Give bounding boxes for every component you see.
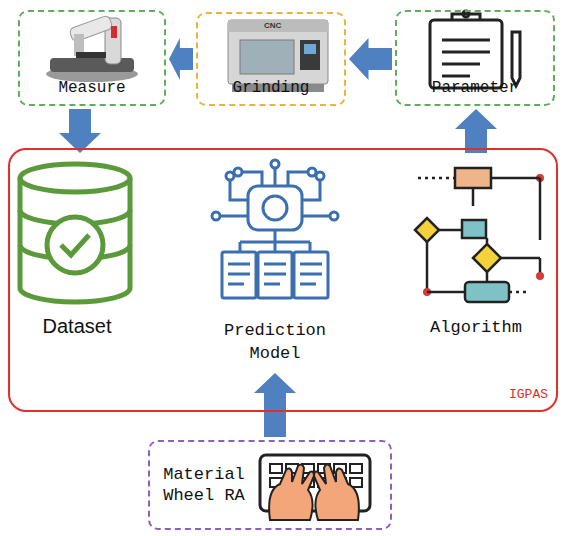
node-label: Measure: [58, 78, 125, 100]
block-arrow: [254, 373, 296, 437]
igpas-region: IGPAS Dataset Prediction Model Algorithm: [8, 148, 558, 412]
microscope-icon: [46, 15, 138, 82]
block-arrow: [169, 38, 193, 80]
block-arrow: [455, 109, 497, 153]
neural-model-icon: [212, 160, 338, 298]
node-label: IGPAS: [509, 386, 548, 404]
dataset-block: Dataset: [12, 156, 142, 344]
node-label: Grinding: [233, 78, 310, 100]
block-arrow: [349, 38, 392, 80]
node-label: Prediction Model: [215, 320, 335, 366]
flowchart-icon: [415, 168, 544, 302]
model-block: Prediction Model: [180, 156, 370, 370]
node-label: Algorithm: [430, 317, 522, 340]
clipboard-icon: [430, 11, 520, 88]
node-label: Dataset: [43, 313, 112, 340]
keyboard-icon: [260, 455, 370, 520]
node-label: Parameter: [432, 78, 518, 100]
measure-box: Measure: [18, 10, 166, 106]
database-icon: [20, 164, 130, 302]
block-arrow: [59, 109, 101, 153]
node-label: Material Wheel RA: [156, 464, 252, 507]
machine-label: CNC: [264, 21, 281, 30]
algorithm-block: Algorithm: [398, 156, 554, 344]
parameter-box: Parameter: [395, 10, 555, 106]
input-box: Material Wheel RA: [148, 440, 392, 530]
